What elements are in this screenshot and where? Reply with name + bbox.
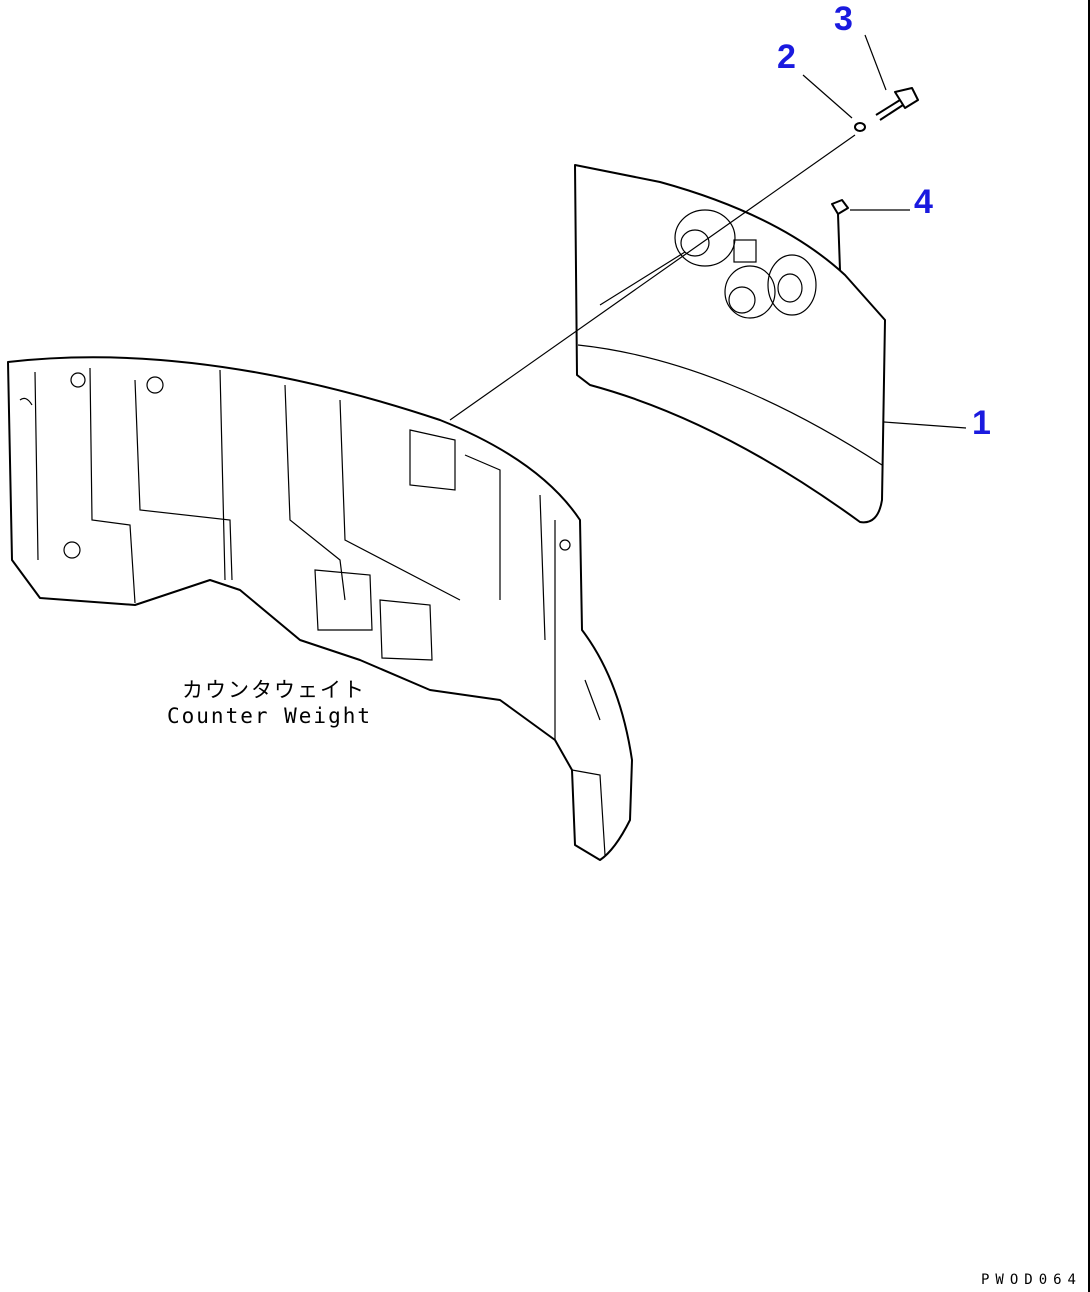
counter-weight-label-en: Counter Weight: [167, 704, 373, 728]
drawing-code: PWOD064: [980, 1272, 1082, 1288]
callout-part-2: 2: [777, 38, 796, 76]
callout-part-1: 1: [972, 404, 991, 442]
counter-weight-drawing: [7, 356, 633, 861]
callout-part-4: 4: [914, 183, 933, 221]
cover-plate-drawing: [574, 164, 886, 524]
leader-lines: [449, 34, 967, 429]
callout-part-3: 3: [834, 0, 853, 38]
hardware-drawing: [831, 87, 919, 271]
counter-weight-label-jp: カウンタウェイト: [182, 678, 366, 702]
